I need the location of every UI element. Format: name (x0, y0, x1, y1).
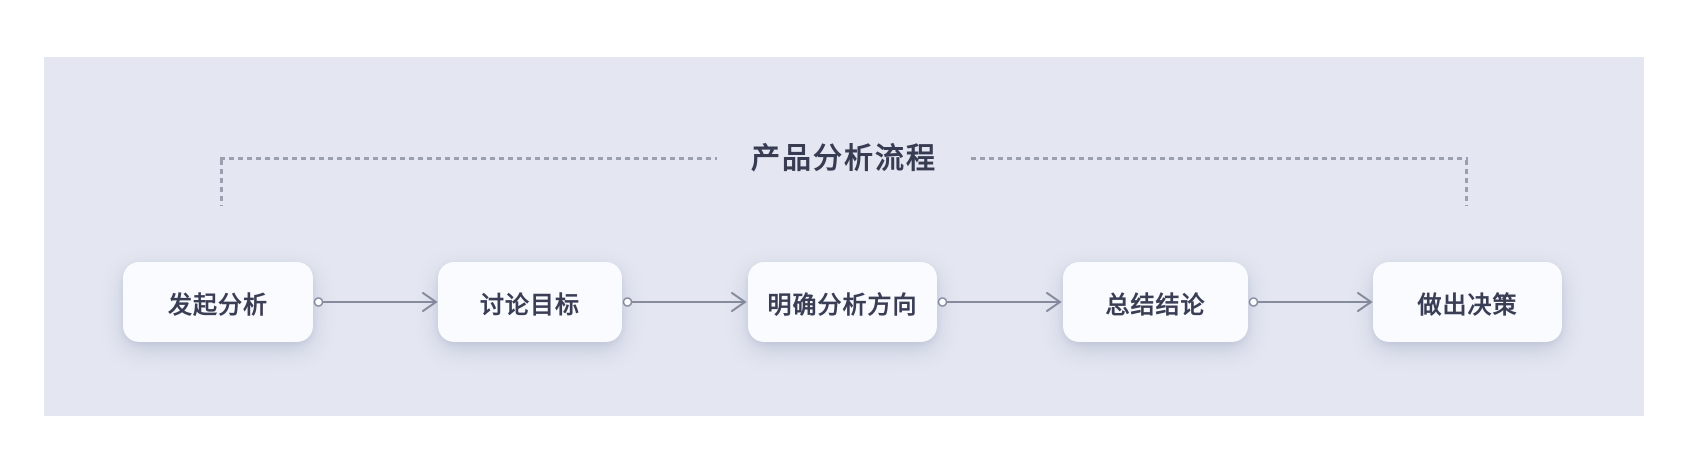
bracket-dash-left (220, 156, 717, 160)
flow-panel: 产品分析流程 发起分析 讨论目标 明确分析方向 总结结论 做出决策 (44, 57, 1644, 416)
step-label: 发起分析 (168, 291, 268, 319)
step-node-make-decision[interactable]: 做出决策 (1373, 262, 1562, 342)
step-label: 总结结论 (1105, 291, 1206, 319)
connector-arrow (937, 292, 1062, 312)
arrowhead-icon (731, 292, 747, 312)
step-node-summarize-conclusions[interactable]: 总结结论 (1063, 262, 1248, 342)
connector-arrow (313, 292, 438, 312)
arrowhead-icon (1046, 292, 1062, 312)
step-label: 讨论目标 (480, 291, 580, 319)
title-bracket: 产品分析流程 (220, 138, 1469, 178)
source-dot-icon (937, 297, 948, 307)
diagram-title: 产品分析流程 (751, 143, 938, 175)
connector-arrow (622, 292, 747, 312)
source-dot-icon (622, 297, 633, 307)
source-dot-icon (1248, 297, 1259, 307)
connector-arrow (1248, 292, 1373, 312)
step-label: 做出决策 (1417, 291, 1518, 319)
step-label: 明确分析方向 (767, 291, 918, 319)
arrowhead-icon (1357, 292, 1373, 312)
bracket-stub-left (220, 160, 223, 206)
source-dot-icon (313, 297, 324, 307)
step-node-clarify-direction[interactable]: 明确分析方向 (748, 262, 937, 342)
bracket-stub-right (1465, 160, 1468, 206)
step-node-initiate-analysis[interactable]: 发起分析 (123, 262, 313, 342)
step-node-discuss-goals[interactable]: 讨论目标 (438, 262, 622, 342)
bracket-dash-right (971, 156, 1469, 160)
arrowhead-icon (422, 292, 438, 312)
